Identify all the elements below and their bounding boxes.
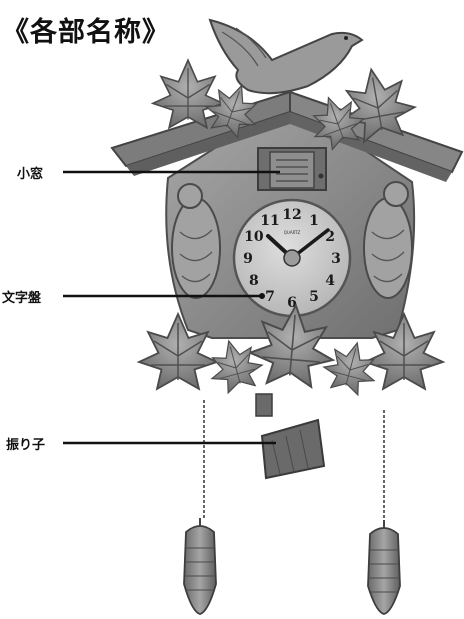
dial-leader-dot xyxy=(259,293,265,299)
dial-number: 1 xyxy=(309,213,319,229)
label-dial: 文字盤 xyxy=(2,291,42,306)
dial-number: 12 xyxy=(282,207,301,223)
top-bird xyxy=(208,18,364,95)
dial-brand: QUARTZ xyxy=(284,230,301,235)
dial-number: 6 xyxy=(287,295,297,311)
dial-number: 9 xyxy=(243,251,253,267)
small-window xyxy=(257,147,327,191)
dial-number: 8 xyxy=(249,273,259,289)
label-window: 小窓 xyxy=(17,167,44,182)
left-weight xyxy=(183,518,217,615)
left-side-bird xyxy=(171,183,221,299)
page-title: 《各部名称》 xyxy=(2,17,170,48)
label-pendulum: 振り子 xyxy=(6,438,46,453)
dial-number: 5 xyxy=(309,289,319,305)
dial-number: 11 xyxy=(260,213,279,229)
right-side-bird xyxy=(363,181,413,299)
dial-number: 4 xyxy=(325,273,335,289)
dial-number: 3 xyxy=(331,251,341,267)
pendulum xyxy=(255,393,326,480)
dial-number: 7 xyxy=(265,289,275,305)
dial-number: 10 xyxy=(244,229,264,245)
right-weight xyxy=(367,520,401,615)
dial-number: 2 xyxy=(325,229,335,245)
